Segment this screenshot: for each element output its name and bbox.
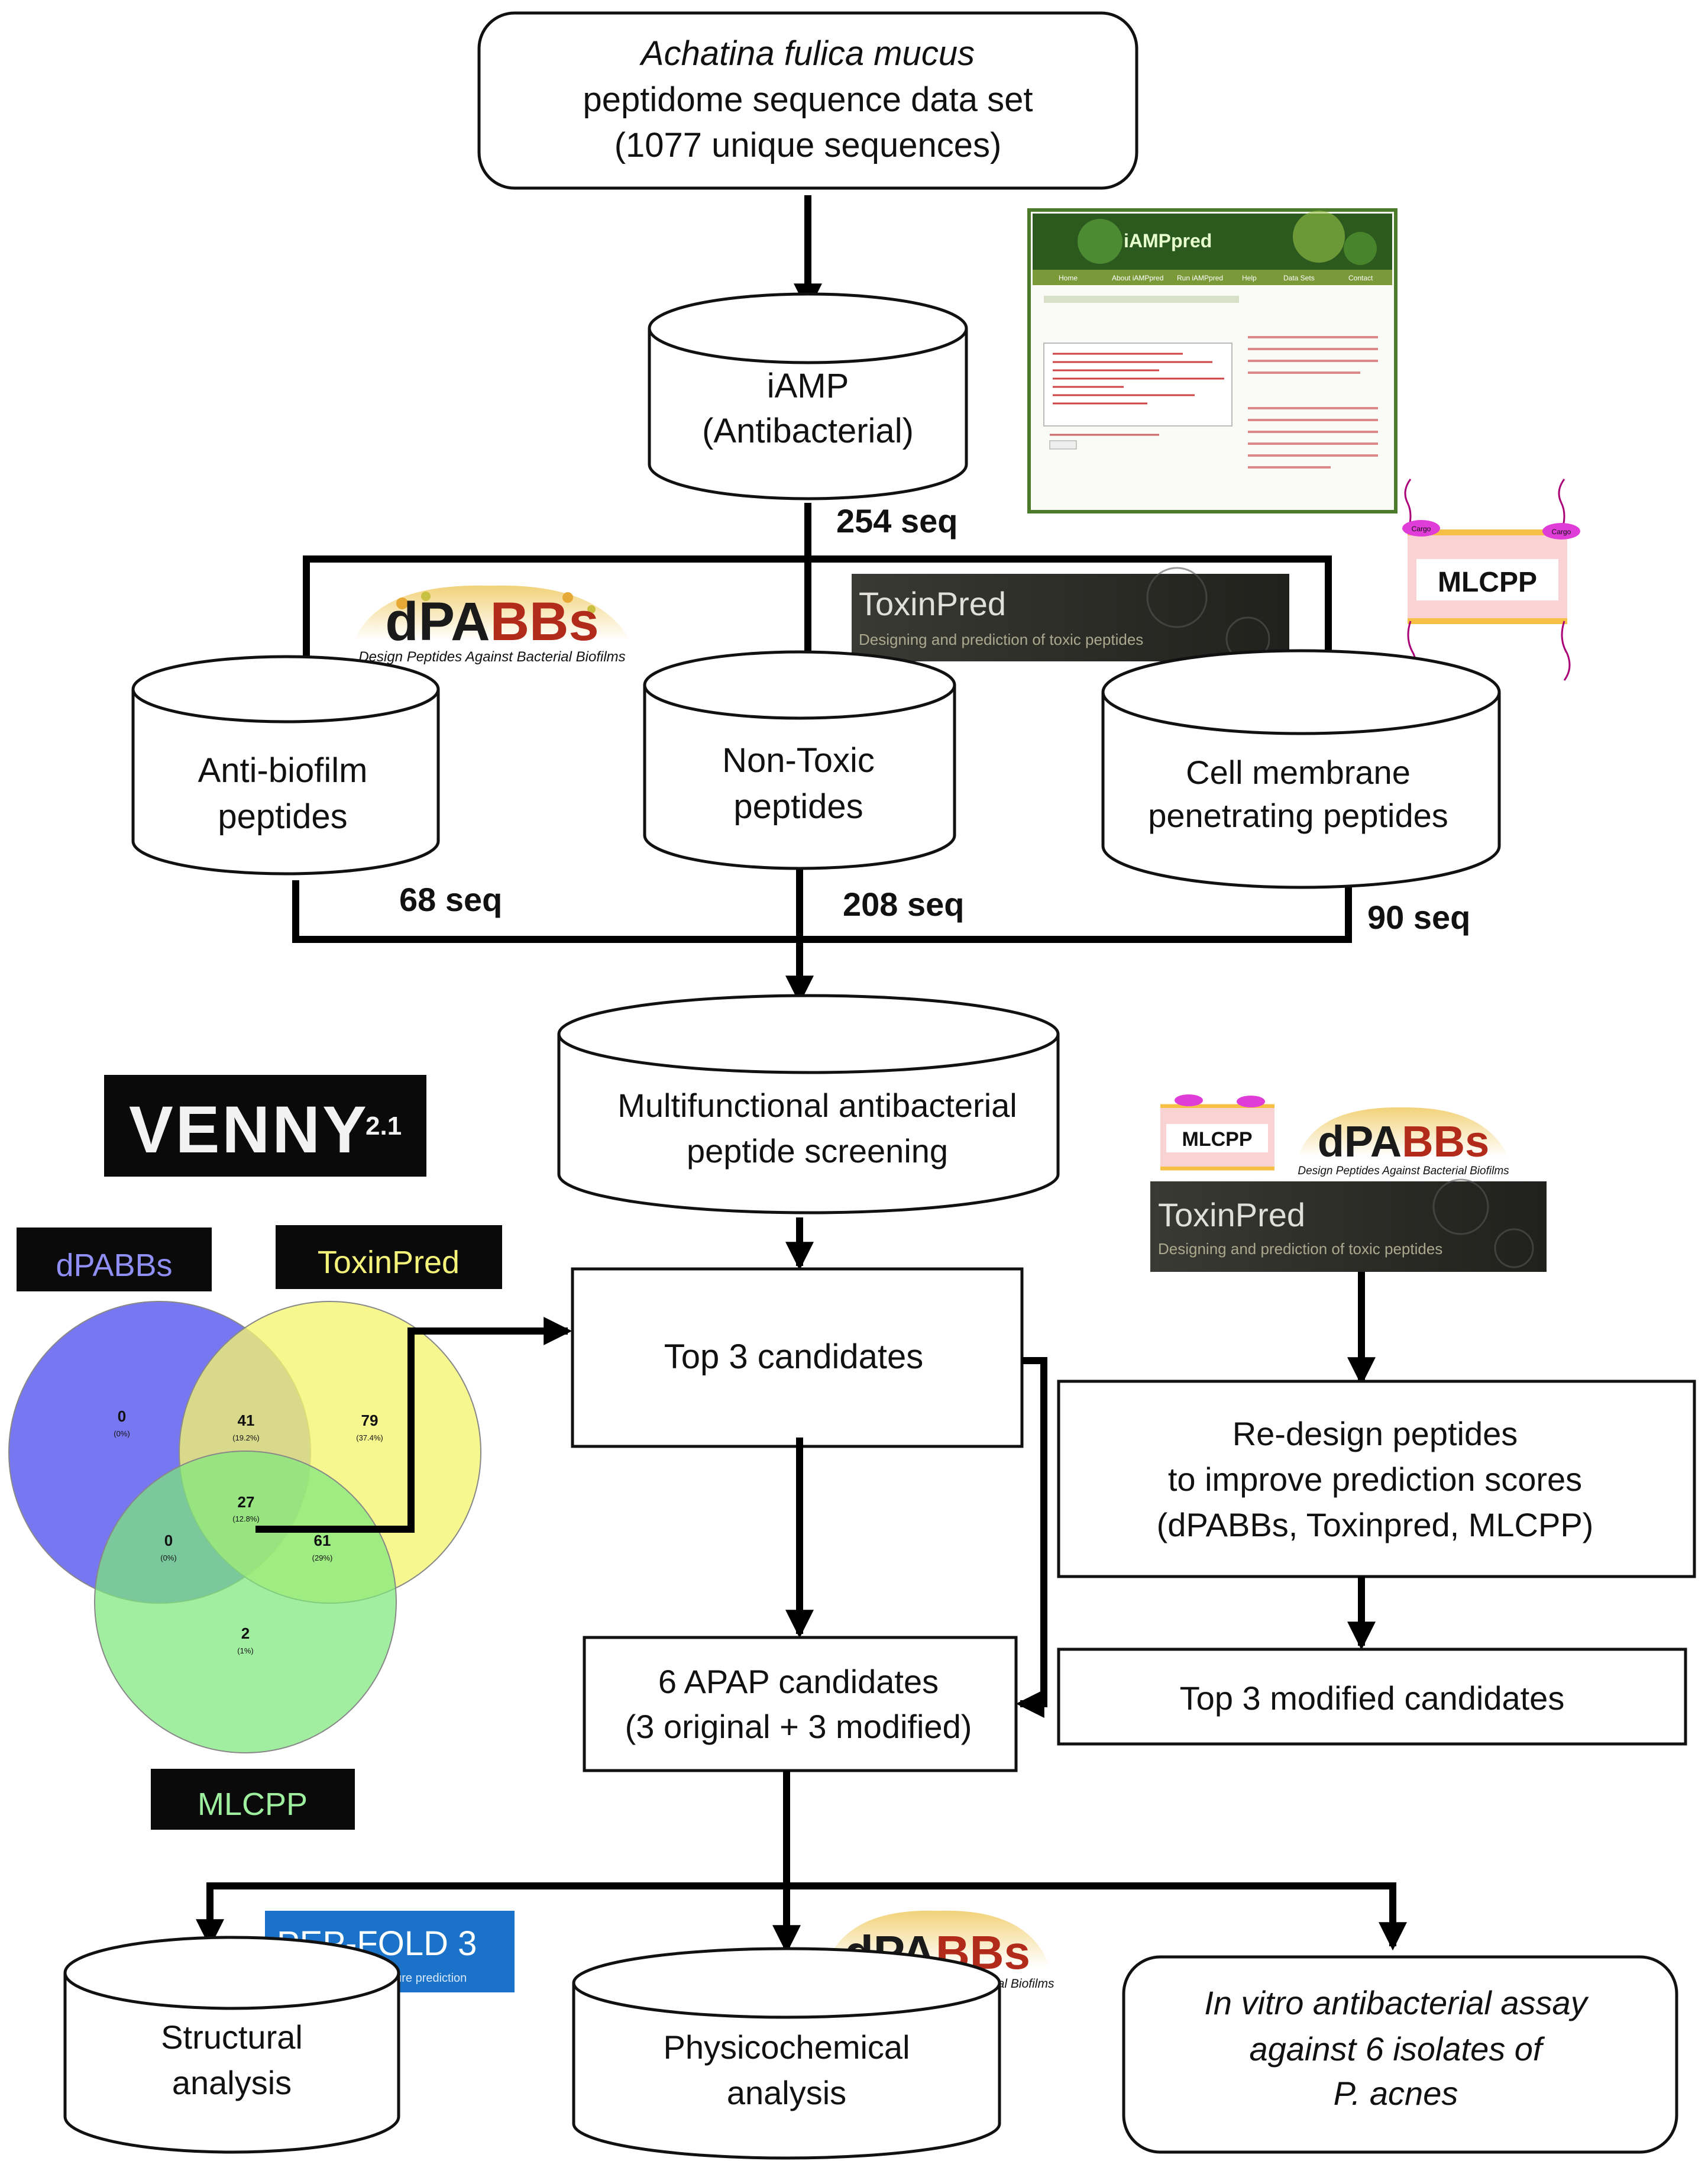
venn-count: 79: [361, 1411, 379, 1429]
cellmembrane-count: 90 seq: [1367, 899, 1470, 936]
menu-item: Run iAMPpred: [1177, 274, 1223, 282]
mlcpp-logo-small: MLCPP: [1160, 1094, 1274, 1171]
menu-item: Help: [1242, 274, 1257, 282]
arrow-modified-to-apap: [1015, 1357, 1047, 1718]
menu-item: About iAMPpred: [1112, 274, 1163, 282]
venn-label-mlcpp: MLCPP: [151, 1769, 355, 1830]
venn-pct: (37.4%): [356, 1433, 383, 1442]
venn-count: 41: [238, 1411, 255, 1429]
top3-label: Top 3 candidates: [664, 1338, 924, 1376]
antibiofilm-sublabel: peptides: [218, 797, 347, 836]
arrow-venn-to-top3: [255, 1317, 572, 1533]
toxinpred-logo-small-name: ToxinPred: [1158, 1196, 1305, 1233]
iamppred-menu: Home About iAMPpred Run iAMPpred Help Da…: [1059, 274, 1373, 282]
mlcpp-cargo-label: Cargo: [1552, 528, 1571, 536]
venn-label-toxinpred: ToxinPred: [276, 1225, 502, 1289]
source-line3: (1077 unique sequences): [614, 126, 1002, 164]
dpabbs-logo-small: dPABBs Design Peptides Against Bacterial…: [1298, 1107, 1509, 1177]
source-dataset-box: Achatina fulica mucus peptidome sequence…: [477, 11, 1138, 190]
dpabbs-logo-small-tagline: Design Peptides Against Bacterial Biofil…: [1298, 1165, 1509, 1177]
iamp-count: 254 seq: [836, 502, 958, 540]
screening-label: Multifunctional antibacterial: [617, 1087, 1017, 1124]
venn-count: 0: [118, 1407, 126, 1425]
mlcpp-logo-name: MLCPP: [1438, 567, 1537, 598]
dpabbs-logo-tagline: Design Peptides Against Bacterial Biofil…: [358, 649, 625, 665]
nontoxic-count: 208 seq: [843, 886, 965, 923]
menu-item: Contact: [1348, 274, 1373, 282]
invitro-line1: In vitro antibacterial assay: [1204, 1984, 1589, 2021]
merge-connector: [292, 880, 1352, 943]
toxinpred-logo-name: ToxinPred: [859, 585, 1006, 622]
screening-sublabel: peptide screening: [687, 1132, 948, 1170]
top3mod-box: Top 3 modified candidates: [1057, 1648, 1687, 1746]
venn-label-text: MLCPP: [198, 1787, 308, 1822]
iamppred-screenshot: iAMPpred Home About iAMPpred Run iAMPpre…: [1027, 208, 1398, 513]
venn-count: 61: [314, 1532, 331, 1549]
menu-item: Data Sets: [1283, 274, 1315, 282]
antibiofilm-count: 68 seq: [399, 881, 502, 918]
venn-label-dpabbs: dPABBs: [17, 1228, 212, 1291]
iamppred-banner: iAMPpred: [1124, 230, 1212, 251]
redesign-box: Re-design peptides to improve prediction…: [1057, 1380, 1696, 1578]
dpabbs-logo-top: dPABBs Design Peptides Against Bacterial…: [355, 585, 630, 665]
venn-pct: (12.8%): [232, 1514, 260, 1523]
toxinpred-logo-small: ToxinPred Designing and prediction of to…: [1150, 1178, 1547, 1272]
venn-count: 2: [241, 1624, 250, 1642]
cellmembrane-label: Cell membrane: [1186, 754, 1411, 791]
physico-label: Physicochemical: [663, 2028, 910, 2066]
venn-pct: (29%): [312, 1553, 333, 1562]
nontoxic-sublabel: peptides: [733, 787, 863, 826]
invitro-line2: against 6 isolates of: [1250, 2030, 1545, 2068]
top3-box: Top 3 candidates: [571, 1267, 1024, 1448]
nontoxic-label: Non-Toxic: [722, 741, 875, 780]
invitro-line3: P. acnes: [1334, 2075, 1458, 2112]
toxinpred-logo-tagline: Designing and prediction of toxic peptid…: [859, 631, 1143, 648]
venny-logo-name: VENNY: [129, 1093, 369, 1167]
iamp-cylinder: iAMP (Antibacterial): [648, 292, 968, 500]
physico-cylinder: Physicochemical analysis: [572, 1947, 1001, 2160]
venn-pct: (19.2%): [232, 1433, 260, 1442]
venny-logo-version: 2.1: [365, 1112, 402, 1141]
dpabbs-logo-name: dPABBs: [385, 592, 599, 652]
screening-cylinder: Multifunctional antibacterial peptide sc…: [557, 994, 1060, 1214]
venn-pct: (0%): [114, 1429, 130, 1438]
source-line2: peptidome sequence data set: [583, 80, 1033, 119]
iamp-sublabel: (Antibacterial): [702, 412, 914, 450]
invitro-box: In vitro antibacterial assay against 6 i…: [1122, 1955, 1678, 2154]
nontoxic-cylinder: Non-Toxic peptides: [643, 650, 956, 870]
redesign-line2: to improve prediction scores: [1168, 1461, 1582, 1498]
antibiofilm-label: Anti-biofilm: [198, 751, 368, 790]
dpabbs-logo-small-name: dPABBs: [1318, 1117, 1490, 1166]
redesign-line1: Re-design peptides: [1233, 1415, 1518, 1452]
menu-item: Home: [1059, 274, 1078, 282]
cellmembrane-cylinder: Cell membrane penetrating peptides: [1101, 649, 1501, 889]
structural-label: Structural: [161, 2018, 303, 2056]
mlcpp-logo-small-name: MLCPP: [1182, 1128, 1253, 1151]
iamp-label: iAMP: [767, 367, 849, 405]
toxinpred-logo-small-tagline: Designing and prediction of toxic peptid…: [1158, 1240, 1442, 1258]
apap-line1: 6 APAP candidates: [658, 1663, 939, 1700]
venn-pct: (1%): [237, 1646, 253, 1655]
top3mod-label: Top 3 modified candidates: [1180, 1679, 1565, 1717]
redesign-line3: (dPABBs, Toxinpred, MLCPP): [1157, 1506, 1594, 1543]
structural-cylinder: Structural analysis: [63, 1936, 400, 2154]
venn-count: 27: [238, 1493, 255, 1511]
venn-count: 0: [164, 1532, 173, 1549]
venn-label-text: dPABBs: [56, 1248, 172, 1283]
venn-pct: (0%): [160, 1553, 176, 1562]
structural-sublabel: analysis: [172, 2064, 292, 2101]
cellmembrane-sublabel: penetrating peptides: [1148, 797, 1448, 834]
apap-box: 6 APAP candidates (3 original + 3 modifi…: [583, 1636, 1018, 1772]
toxinpred-logo-top: ToxinPred Designing and prediction of to…: [852, 567, 1289, 661]
venny-logo: VENNY 2.1: [104, 1075, 426, 1177]
antibiofilm-cylinder: Anti-biofilm peptides: [131, 655, 440, 876]
mlcpp-logo-top: Cargo Cargo MLCPP: [1402, 479, 1580, 681]
venn-label-text: ToxinPred: [318, 1245, 460, 1280]
physico-sublabel: analysis: [727, 2074, 846, 2111]
source-title: Achatina fulica mucus: [639, 34, 975, 73]
mlcpp-cargo-label: Cargo: [1412, 525, 1431, 533]
apap-line2: (3 original + 3 modified): [625, 1708, 972, 1745]
